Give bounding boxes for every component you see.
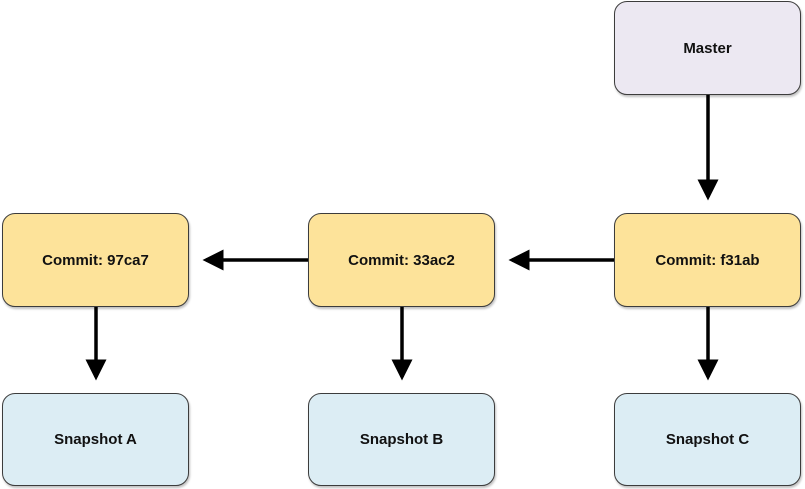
commit-label: Commit: 97ca7 — [42, 251, 149, 269]
snapshot-label: Snapshot C — [665, 431, 750, 448]
commit-node-f31ab: Commit: f31ab — [614, 213, 801, 307]
snapshot-node-a: Snapshot A — [2, 393, 189, 486]
snapshot-node-b: Snapshot B — [308, 393, 495, 486]
snapshot-node-c: Snapshot C — [614, 393, 801, 486]
branch-label: Master — [683, 39, 732, 57]
commit-node-97ca7: Commit: 97ca7 — [2, 213, 189, 307]
commit-node-33ac2: Commit: 33ac2 — [308, 213, 495, 307]
commit-label: Commit: f31ab — [655, 251, 760, 269]
branch-node-master: Master — [614, 1, 801, 95]
commit-label: Commit: 33ac2 — [348, 251, 455, 269]
snapshot-label: Snapshot B — [359, 431, 444, 448]
snapshot-label: Snapshot A — [54, 431, 137, 448]
